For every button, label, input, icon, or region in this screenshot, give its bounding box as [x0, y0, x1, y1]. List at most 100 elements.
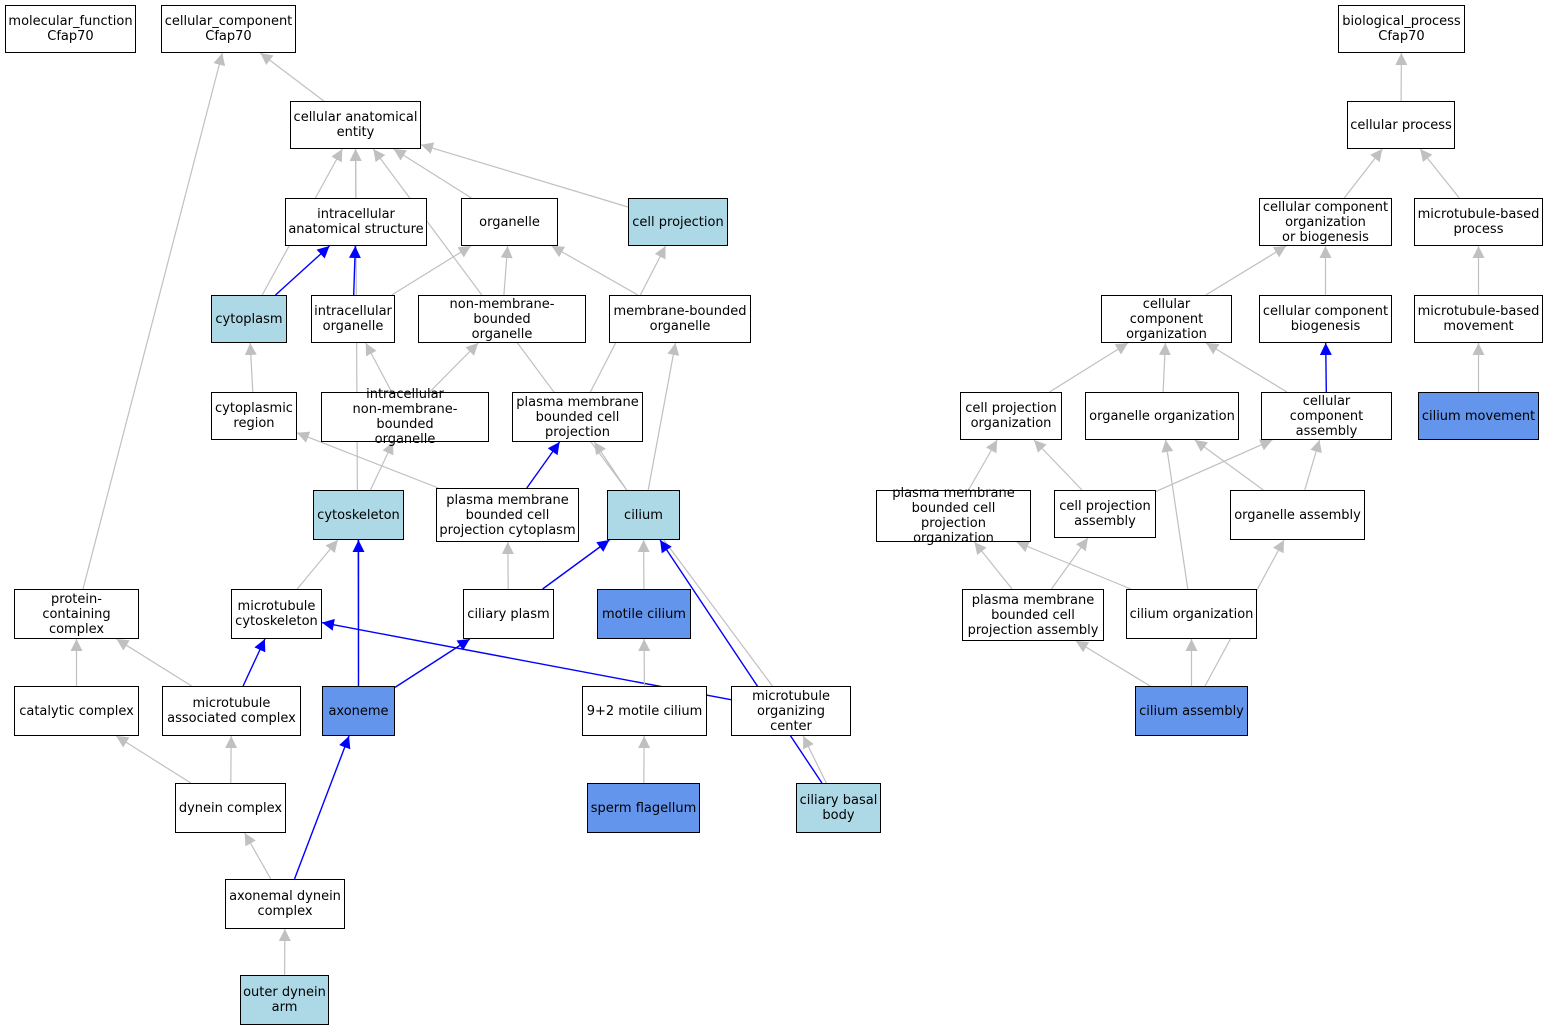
edge-cca-to-cco	[1205, 342, 1288, 393]
edge-iorg-to-ias	[348, 245, 361, 296]
node-adc[interactable]: axonemal dynein complex	[225, 879, 345, 929]
node-sf[interactable]: sperm flagellum	[587, 783, 700, 833]
node-nmbo[interactable]: non-membrane-bounded organelle	[418, 295, 586, 343]
node-label: plasma membrane bounded cell projection	[516, 394, 639, 440]
node-catc[interactable]: catalytic complex	[14, 686, 139, 736]
node-label: catalytic complex	[19, 703, 134, 719]
node-ca[interactable]: cilium assembly	[1135, 686, 1248, 736]
edge-cyto-to-ias	[275, 245, 330, 296]
node-dc[interactable]: dynein complex	[175, 783, 286, 833]
node-mbo[interactable]: membrane-bounded organelle	[609, 295, 751, 343]
node-oo[interactable]: organelle organization	[1085, 392, 1239, 440]
node-oda[interactable]: outer dynein arm	[240, 975, 329, 1025]
node-label: cell projection organization	[965, 401, 1057, 431]
edge-cpl-to-cil	[542, 539, 610, 590]
edge-ccob-to-cp	[1343, 148, 1383, 199]
node-label: molecular_function Cfap70	[8, 14, 133, 44]
node-cae[interactable]: cellular anatomical entity	[290, 101, 421, 149]
node-mc[interactable]: motile cilium	[597, 589, 691, 639]
node-label: microtubule-based process	[1417, 207, 1540, 237]
edge-inmbo-to-nmbo	[429, 342, 479, 393]
node-label: dynein complex	[178, 800, 283, 816]
node-cc[interactable]: cellular_component Cfap70	[161, 5, 296, 53]
node-moc[interactable]: microtubule organizing center	[731, 686, 851, 736]
node-ias[interactable]: intracellular anatomical structure	[285, 198, 427, 246]
node-iorg[interactable]: intracellular organelle	[311, 295, 395, 343]
edge-co-to-oo	[1161, 439, 1189, 590]
edge-cca-to-ccb	[1319, 342, 1332, 393]
node-cr[interactable]: cytoplasmic region	[211, 392, 297, 440]
node-cpl[interactable]: ciliary plasm	[463, 589, 554, 639]
node-pmbcpa[interactable]: plasma membrane bounded cell projection …	[962, 589, 1104, 641]
edge-mtc-to-csk	[296, 539, 339, 590]
node-cpo[interactable]: cell projection organization	[960, 392, 1062, 440]
node-mbm[interactable]: microtubule-based movement	[1414, 295, 1543, 343]
node-label: outer dynein arm	[243, 985, 326, 1015]
edge-mbp-to-cp	[1419, 148, 1460, 199]
node-label: plasma membrane bounded cell projection …	[892, 486, 1015, 546]
edge-pmbcpo-to-cpo	[967, 439, 998, 491]
node-label: cellular process	[1350, 117, 1452, 133]
node-cproj[interactable]: cell projection	[628, 198, 728, 246]
edge-mbo-to-org	[551, 245, 639, 296]
edge-nmbo-to-org	[500, 245, 513, 296]
node-mbp[interactable]: microtubule-based process	[1414, 198, 1543, 246]
node-label: cellular component assembly	[1289, 393, 1364, 439]
edge-dc-to-catc	[115, 735, 192, 784]
node-axo[interactable]: axoneme	[322, 686, 395, 736]
node-label: ciliary plasm	[467, 606, 550, 622]
node-label: cytoskeleton	[317, 507, 400, 523]
edge-mac-to-mtc	[242, 638, 266, 687]
node-label: cellular component biogenesis	[1262, 304, 1389, 334]
edge-iorg-to-org	[391, 245, 472, 296]
node-bp[interactable]: biological_process Cfap70	[1338, 5, 1465, 53]
node-org[interactable]: organelle	[461, 198, 558, 246]
node-cyto[interactable]: cytoplasm	[211, 295, 287, 343]
node-label: organelle organization	[1089, 408, 1235, 424]
node-cp[interactable]: cellular process	[1347, 101, 1455, 149]
node-co[interactable]: cilium organization	[1126, 589, 1257, 639]
node-pmbcp[interactable]: plasma membrane bounded cell projection	[512, 392, 643, 442]
edge-cae-to-cc	[259, 52, 325, 102]
node-m92[interactable]: 9+2 motile cilium	[582, 686, 707, 736]
edge-oa-to-oo	[1194, 439, 1264, 491]
edge-oo-to-cco	[1158, 342, 1171, 393]
node-label: ciliary basal body	[799, 793, 878, 823]
edge-cco-to-ccob	[1205, 245, 1287, 296]
node-cm[interactable]: cilium movement	[1418, 392, 1539, 440]
node-label: cellular component organization	[1126, 296, 1207, 342]
node-label: plasma membrane bounded cell projection …	[439, 492, 576, 538]
edge-cbb-to-cil	[659, 539, 823, 784]
node-ccb[interactable]: cellular component biogenesis	[1259, 295, 1392, 343]
edge-cproj-to-cae	[420, 142, 629, 208]
node-mac[interactable]: microtubule associated complex	[162, 686, 301, 736]
edge-pmbcpc-to-pmbcp	[526, 441, 561, 489]
edge-pcc-to-cc	[82, 52, 226, 590]
node-oa[interactable]: organelle assembly	[1230, 490, 1365, 540]
edge-adc-to-dc	[244, 832, 272, 880]
node-label: cytoplasmic region	[215, 401, 293, 431]
node-cil[interactable]: cilium	[607, 490, 680, 540]
node-pcc[interactable]: protein-containing complex	[14, 589, 139, 639]
node-mf[interactable]: molecular_function Cfap70	[5, 5, 136, 53]
node-inmbo[interactable]: intracellular non-membrane-bounded organ…	[321, 387, 489, 447]
node-label: cilium movement	[1421, 408, 1536, 424]
node-csk[interactable]: cytoskeleton	[313, 490, 404, 540]
node-label: cellular_component Cfap70	[164, 14, 293, 44]
node-label: microtubule associated complex	[167, 696, 296, 726]
node-cpa[interactable]: cell projection assembly	[1054, 490, 1156, 538]
node-cbb[interactable]: ciliary basal body	[796, 783, 881, 833]
node-cco[interactable]: cellular component organization	[1101, 295, 1232, 343]
edge-cr-to-cyto	[244, 342, 257, 393]
edge-cbb-to-moc	[802, 735, 827, 784]
node-pmbcpc[interactable]: plasma membrane bounded cell projection …	[436, 488, 579, 542]
node-cca[interactable]: cellular component assembly	[1261, 392, 1392, 440]
node-pmbcpo[interactable]: plasma membrane bounded cell projection …	[876, 486, 1031, 546]
node-label: intracellular organelle	[314, 304, 392, 334]
edge-oa-to-cca	[1304, 439, 1322, 491]
node-label: motile cilium	[602, 606, 686, 622]
node-mtc[interactable]: microtubule cytoskeleton	[231, 589, 322, 639]
node-label: cilium organization	[1129, 606, 1254, 622]
node-label: cytoplasm	[215, 311, 283, 327]
node-ccob[interactable]: cellular component organization or bioge…	[1259, 198, 1392, 246]
